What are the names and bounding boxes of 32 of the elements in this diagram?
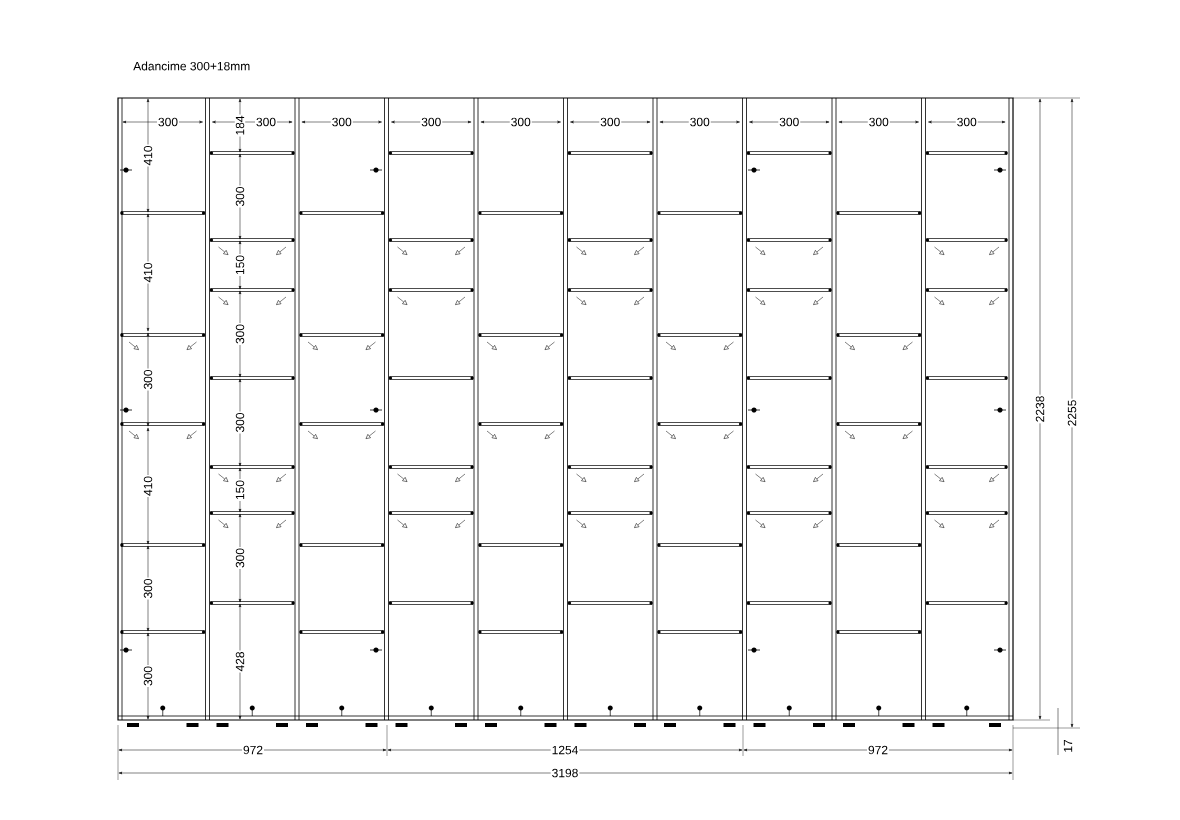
dimension-label: 2238 bbox=[1034, 394, 1046, 424]
dimension-label: 410 bbox=[142, 144, 154, 167]
dimension-label: 300 bbox=[867, 116, 890, 128]
dimension-label: 300 bbox=[142, 665, 154, 687]
dimension-label: 428 bbox=[234, 650, 246, 673]
dimension-label: 410 bbox=[142, 475, 154, 497]
dimension-label: 300 bbox=[234, 185, 246, 208]
dimension-label: 300 bbox=[234, 547, 246, 569]
dimension-label: 300 bbox=[599, 116, 622, 128]
dimension-label: 150 bbox=[234, 254, 246, 276]
dimension-label: 300 bbox=[688, 116, 711, 128]
title: Adancime 300+18mm bbox=[133, 61, 250, 71]
dimension-label: 300 bbox=[955, 116, 978, 128]
dimension-label: 184 bbox=[234, 114, 246, 137]
dimension-label: 2255 bbox=[1066, 398, 1078, 428]
dimension-label: 300 bbox=[255, 116, 277, 128]
dimension-label: 300 bbox=[142, 577, 154, 600]
dimension-label: 300 bbox=[142, 368, 154, 391]
dimension-label: 410 bbox=[142, 261, 154, 284]
dimension-label: 300 bbox=[778, 116, 801, 128]
dimension-label: 300 bbox=[234, 411, 246, 434]
dimension-label: 3198 bbox=[550, 767, 580, 779]
dimension-label: 300 bbox=[157, 116, 179, 128]
dimension-label: 1254 bbox=[550, 744, 580, 756]
dimension-label: 150 bbox=[234, 479, 246, 501]
dimension-label: 972 bbox=[867, 744, 889, 756]
dimension-label: 300 bbox=[234, 323, 246, 345]
dimension-label: 972 bbox=[242, 744, 264, 756]
dimension-label: 300 bbox=[330, 116, 353, 128]
dimension-label: 300 bbox=[420, 116, 443, 128]
dimension-label: 17 bbox=[1062, 738, 1074, 754]
dimension-label: 300 bbox=[509, 116, 532, 128]
